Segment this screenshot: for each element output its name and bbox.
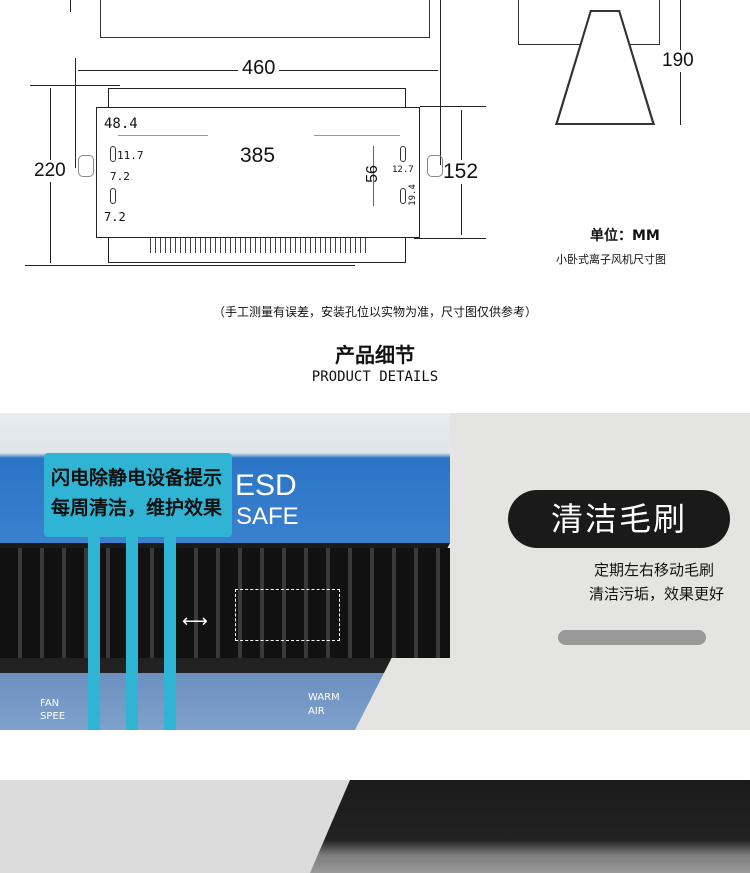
unit-top-view [100,0,430,38]
dim-hole-left: 7.2 [110,170,130,183]
brush-grille [0,548,450,658]
dim-slot-right: 19.4 [407,184,418,206]
product-photo [310,780,750,873]
dim-hole-span: 385 [240,144,276,167]
dim-slot-width: 7.2 [104,210,126,224]
dim-offset: 48.4 [104,116,138,132]
brand-safe: SAFE [236,503,299,530]
knob-icon [427,155,443,177]
detail-brush-photo: ESD SAFE 闪电除静电设备提示 每周清洁，维护效果 ⟷ FAN SPEE … [0,413,750,730]
dim-slot-height: 11.7 [117,149,144,162]
warm-label: WARM AIR [308,692,340,717]
section-title: 产品细节 [335,343,415,367]
mount-slot [110,188,116,204]
measurement-note: （手工测量有误差，安装孔位以实物为准，尺寸图仅供参考） [212,305,537,319]
feature-desc-1: 定期左右移动毛刷 [593,561,714,579]
dim-inner-height: 152 [443,160,479,184]
tag-line-2: 每周清洁，维护效果 [51,497,223,519]
tag-line-1: 闪电除静电设备提示 [51,467,223,489]
unit-label: 单位：MM [590,228,660,244]
mount-slot [400,188,406,204]
section-subtitle: PRODUCT DETAILS [311,369,439,385]
detail-photo-2 [0,780,750,873]
knob-icon [78,155,94,177]
feature-desc-2: 清洁污垢，效果更好 [588,585,724,603]
fan-label: FAN SPEE [40,698,66,722]
brand-esd: ESD [235,469,297,502]
move-arrow-icon: ⟷ [182,611,208,632]
dim-side-height: 190 [662,50,694,72]
mount-slot [110,146,116,162]
dim-slot-spacing: 56 [363,165,381,183]
vent-grille [148,238,366,253]
dim-hole-right: 12.7 [392,165,414,175]
unit-back-panel [96,107,420,238]
dim-height: 220 [34,160,66,182]
feature-pill: 清洁毛刷 [508,490,730,548]
decor-bar [558,630,706,645]
brush-handle [235,589,340,641]
maintenance-tag: 闪电除静电设备提示 每周清洁，维护效果 [44,453,232,537]
drawing-caption: 小卧式离子风机尺寸图 [556,253,666,266]
dim-width: 460 [238,57,280,80]
mount-slot [400,146,406,162]
